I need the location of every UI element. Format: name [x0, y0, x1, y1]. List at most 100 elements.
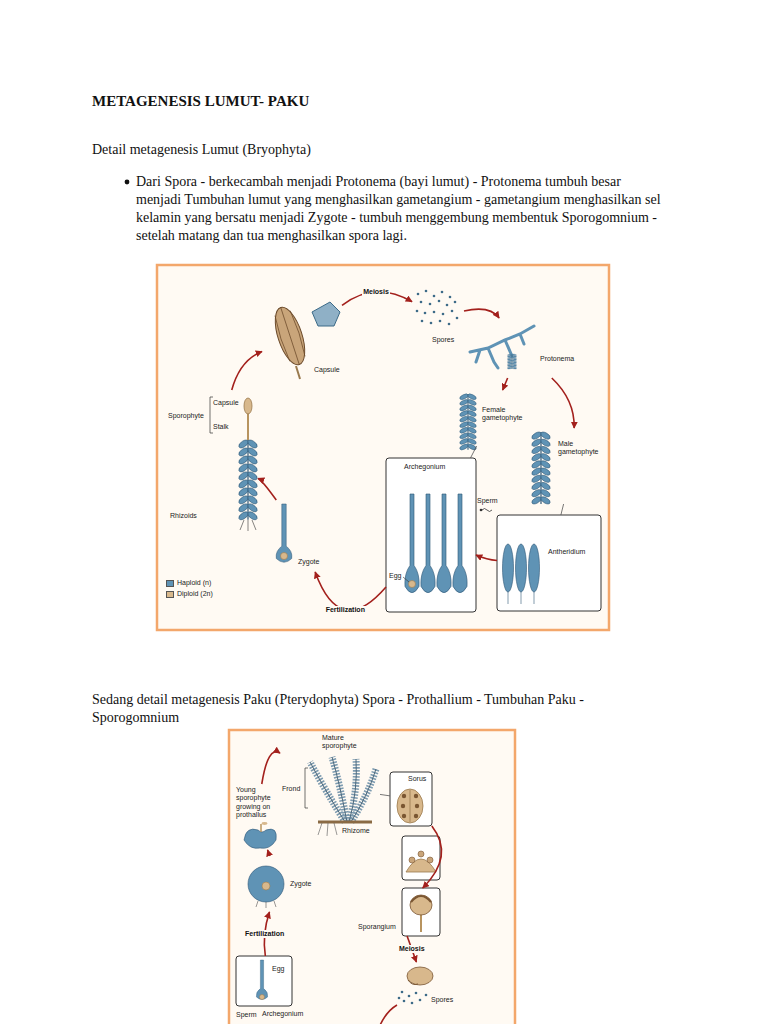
cycle-arrow: [464, 309, 499, 318]
sporophyte-drawing: [244, 398, 252, 414]
sporangium-drawing: [407, 967, 433, 985]
spore-dots: [448, 323, 451, 326]
stage-label: Rhizome: [342, 827, 370, 835]
spore-dots: [441, 291, 444, 294]
prothallus-drawing: [260, 824, 262, 832]
protonema-drawing: [470, 326, 534, 369]
stage-node: Young sporophyte growing on prothallus: [234, 784, 279, 850]
stage-node: Male gametophyte: [525, 428, 621, 504]
moss-capsule: [269, 304, 310, 368]
figure-frame: [157, 265, 609, 630]
gametophyte-drawing: [459, 393, 551, 506]
gametophyte-drawing: [531, 431, 551, 506]
stage-label: Capsule: [314, 366, 340, 374]
protonema-drawing: [470, 326, 534, 368]
sporangium-drawing: [408, 980, 418, 985]
spore-dots: [416, 290, 459, 326]
stage-label: Male gametophyte: [558, 440, 604, 457]
sporangium-drawing: [410, 895, 432, 915]
sporophyte-drawing: [247, 413, 249, 440]
bullet-paragraph: Dari Spora - berkecambah menjadi Protone…: [136, 173, 666, 245]
bullet-dot: [125, 180, 130, 185]
fern-fronds: [305, 757, 376, 836]
cycle-arrow: [315, 572, 386, 610]
sporangium-drawing: [408, 995, 411, 998]
stage-node: Sporangium: [357, 888, 440, 936]
sperm-icon: [482, 509, 492, 512]
spore-dots: [454, 301, 457, 304]
spore-dots: [439, 320, 442, 323]
stage-label: Egg: [389, 572, 401, 580]
sorus-drawing: [414, 794, 418, 798]
stage-node: EggArchegonium: [236, 956, 304, 1019]
spore-dots: [449, 296, 452, 299]
archegonia-drawing: [453, 494, 467, 593]
zoom-line: [470, 446, 476, 458]
stage-label: Rhizoids: [170, 512, 197, 520]
stage-label: Zygote: [290, 880, 311, 888]
stage-label: Mature sporophyte: [322, 734, 368, 751]
sporangium-drawing: [419, 999, 422, 1002]
archegonia-drawing: [421, 494, 435, 593]
spore-dots: [421, 320, 424, 323]
stage-node: Zygote: [266, 500, 338, 572]
stage-label: Sorus: [408, 775, 426, 783]
spore-dots: [433, 311, 436, 314]
prothallus-drawing: [260, 995, 265, 1000]
fern-fronds: [305, 768, 308, 808]
antheridia-drawing: [503, 544, 514, 592]
zoom-line: [561, 504, 564, 515]
zygote-drawing: [276, 504, 292, 562]
figure-frame: [229, 730, 515, 1024]
sporophyte-drawing: [238, 438, 258, 521]
spore-dots: [446, 304, 449, 307]
moss-capsule: [296, 366, 300, 379]
archegonia-drawing: [405, 494, 419, 593]
stage-node: Mature sporophyteFrondRhizome: [280, 732, 380, 842]
sorus-drawing: [397, 789, 436, 872]
prothallus-drawing: [256, 960, 267, 999]
stage-label: Female gametophyte: [482, 406, 528, 423]
arrow-label: Meiosis: [398, 945, 426, 953]
spore-dots: [433, 295, 436, 298]
sperm-label: Sperm: [236, 1011, 257, 1019]
sporangium-drawing: [401, 991, 404, 994]
spore-dots: [429, 303, 432, 306]
sporophyte-drawing: [210, 397, 213, 433]
sporophyte-drawing: [240, 520, 256, 531]
sperm-icon: [480, 509, 492, 512]
zoom-line: [380, 794, 390, 795]
sporangium-drawing: [420, 914, 422, 932]
sorus-drawing: [401, 794, 419, 818]
fern-fronds: [318, 821, 372, 824]
arrow-label: Fertilization: [244, 930, 285, 938]
sporangium-drawing: [411, 1002, 414, 1005]
inset-box: [236, 956, 292, 1006]
stage-node: Female gametophyte: [452, 390, 530, 446]
stage-label: Spores: [432, 336, 454, 344]
sorus-drawing: [415, 804, 419, 808]
page-title: METAGENESIS LUMUT- PAKU: [92, 92, 309, 110]
prothallus-drawing: [244, 829, 276, 848]
sorus-drawing: [402, 814, 406, 818]
stage-node: Protonema: [465, 318, 575, 378]
sporangium-drawing: [411, 896, 431, 902]
stage-label: Capsule: [213, 399, 239, 407]
fern-fronds: [318, 823, 337, 836]
cycle-arrow: [476, 555, 497, 560]
cycle-arrow: [552, 378, 574, 428]
stage-label: Sporangium: [358, 923, 396, 931]
sporophyte-drawing: [210, 397, 258, 531]
sporangium-drawing: [378, 1005, 397, 1024]
sporangium-drawing: [403, 1000, 406, 1003]
prothallus-drawing: [262, 822, 268, 825]
sorus-drawing: [409, 857, 415, 863]
archegonia-drawing: [403, 494, 467, 593]
stage-label: Egg: [272, 965, 284, 973]
sporangium-drawing: [425, 994, 428, 997]
sporangium-drawing: [415, 992, 418, 995]
cycle-arrow: [268, 850, 270, 856]
moss-capsule: [312, 302, 340, 326]
moss-capsule: [269, 302, 340, 379]
